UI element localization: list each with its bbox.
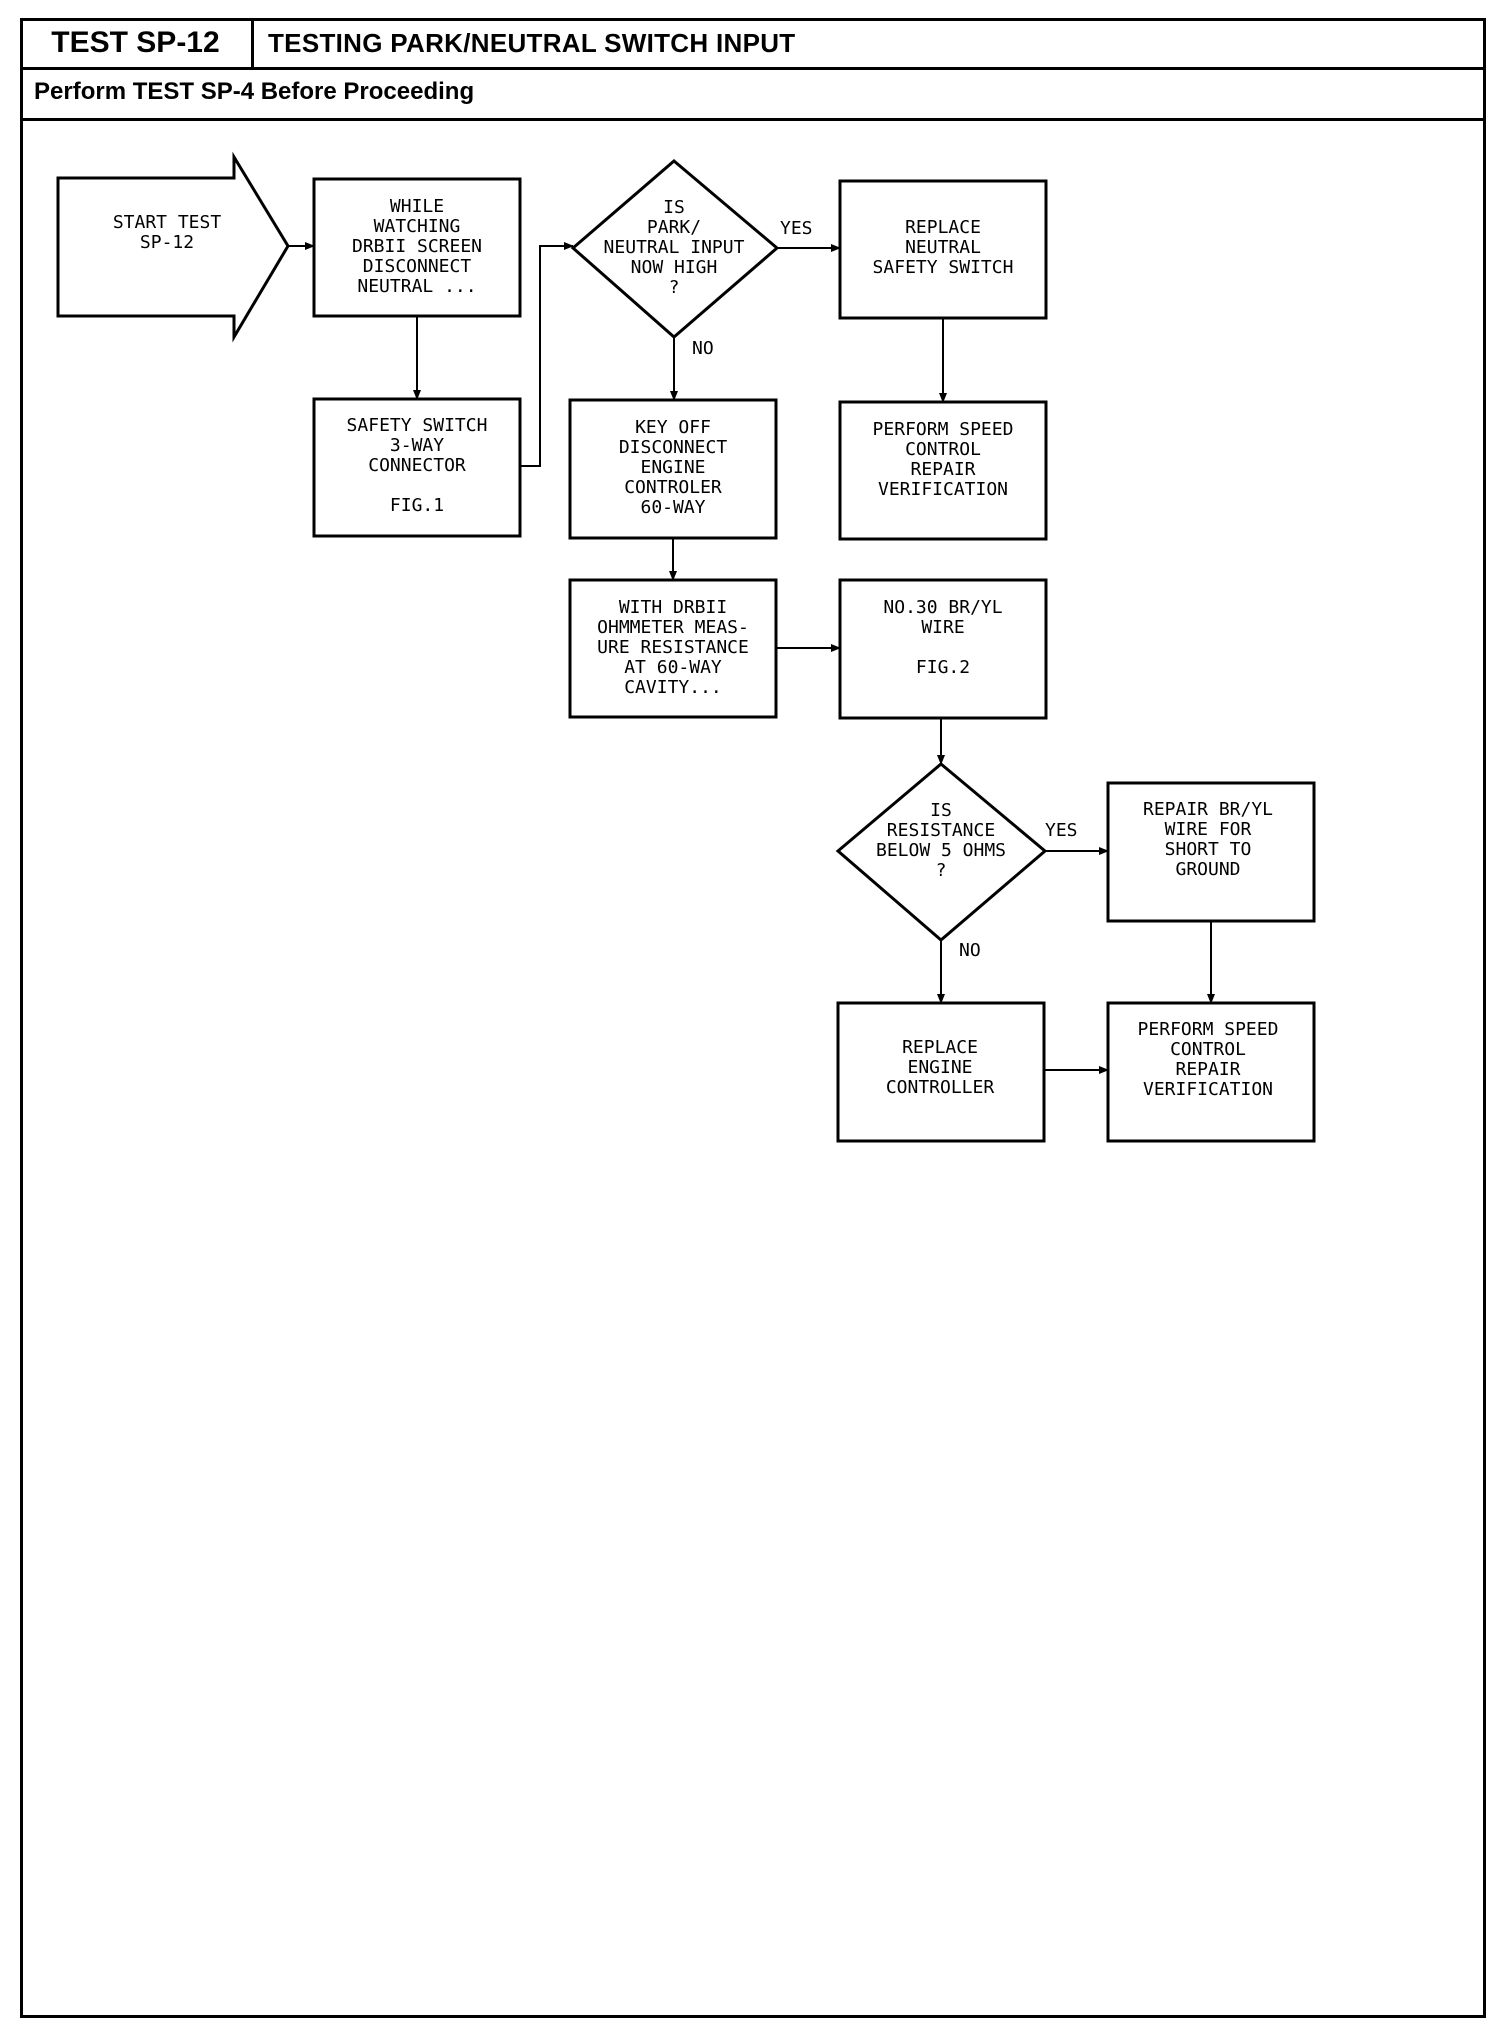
label-start: START TEST SP-12 [113,213,221,253]
label-line: CONTROL [905,439,981,460]
label-line: IS [663,197,685,218]
label-line: ? [668,277,680,298]
label-line: CAVITY... [624,677,722,698]
label-line: NOW HIGH [630,257,718,278]
label-line: PERFORM SPEED [872,419,1014,440]
label-line: PERFORM SPEED [1137,1019,1279,1040]
label-wire: NO.30 BR/YL WIRE FIG.2 [883,598,1002,678]
page-subtitle: Perform TEST SP-4 Before Proceeding [34,78,475,105]
label-line: PARK/ [646,217,702,238]
label-line: WITH DRBII [618,597,728,618]
label-line: START TEST [112,212,222,233]
edge-label-yes-1: YES [780,218,813,239]
label-line: REPAIR BR/YL [1142,799,1274,820]
header-divider-bottom [20,118,1486,121]
label-line: NO.30 BR/YL [883,597,1003,618]
label-line: DRBII SCREEN [351,236,483,257]
label-replace-switch: REPLACE NEUTRAL SAFETY SWITCH [873,218,1014,278]
label-ohmmeter: WITH DRBII OHMMETER MEAS- URE RESISTANCE… [597,598,749,698]
label-line: CONTROLLER [885,1077,995,1098]
label-line: FIG.1 [389,495,445,516]
label-line: ENGINE [640,457,706,478]
label-line: REPAIR [1175,1059,1241,1080]
label-line: SAFETY SWITCH [346,415,488,436]
label-line: SP-12 [139,232,195,253]
label-line: AT 60-WAY [624,657,722,678]
label-verify-2: PERFORM SPEED CONTROL REPAIR VERIFICATIO… [1138,1020,1279,1100]
label-line: 60-WAY [640,497,706,518]
label-safety-connector: SAFETY SWITCH 3-WAY CONNECTOR FIG.1 [347,416,488,516]
label-line: NEUTRAL ... [357,276,477,297]
label-line: SHORT TO [1164,839,1252,860]
label-repair-wire: REPAIR BR/YL WIRE FOR SHORT TO GROUND [1143,800,1273,880]
label-line: WHILE [389,196,445,217]
label-line: VERIFICATION [1142,1079,1274,1100]
header-divider [254,67,1486,70]
label-line: OHMMETER MEAS- [597,617,749,638]
label-line: ENGINE [907,1057,973,1078]
label-line: URE RESISTANCE [597,637,749,658]
page-frame [20,18,1486,2018]
label-line: CONTROLER [624,477,722,498]
label-line [347,476,488,496]
label-line: CONNECTOR [368,455,466,476]
label-line: IS [930,800,952,821]
label-line: GROUND [1175,859,1241,880]
label-verify-1: PERFORM SPEED CONTROL REPAIR VERIFICATIO… [873,420,1014,500]
label-replace-controller: REPLACE ENGINE CONTROLLER [886,1038,994,1098]
label-line: REPLACE [905,217,981,238]
label-line: KEY OFF [635,417,711,438]
label-line: NEUTRAL [905,237,981,258]
edge-label-yes-2: YES [1045,820,1078,841]
label-line: REPLACE [902,1037,978,1058]
label-line: FIG.2 [915,657,971,678]
label-line: DISCONNECT [362,256,472,277]
label-decision-1: IS PARK/ NEUTRAL INPUT NOW HIGH ? [604,198,745,298]
test-id-box: TEST SP-12 [20,18,254,70]
edge-label-no-1: NO [692,338,714,359]
label-watch: WHILE WATCHING DRBII SCREEN DISCONNECT N… [352,197,482,297]
label-line: WATCHING [373,216,461,237]
label-line: RESISTANCE [886,820,996,841]
label-line [883,638,1002,658]
start-arrow-shape [56,151,290,343]
label-line: WIRE [921,617,965,638]
label-line: DISCONNECT [618,437,728,458]
label-line: REPAIR [910,459,976,480]
edge-label-no-2: NO [959,940,981,961]
label-line: NEUTRAL INPUT [603,237,745,258]
arrow-connector-to-decision1 [520,242,574,467]
label-line: CONTROL [1170,1039,1246,1060]
label-line: ? [935,860,947,881]
label-decision-2: IS RESISTANCE BELOW 5 OHMS ? [876,801,1006,881]
page-title: TESTING PARK/NEUTRAL SWITCH INPUT [268,28,796,58]
label-line: WIRE FOR [1164,819,1252,840]
label-line: VERIFICATION [877,479,1009,500]
label-line: SAFETY SWITCH [872,257,1014,278]
test-id: TEST SP-12 [51,25,220,59]
label-line: 3-WAY [389,435,445,456]
label-key-off: KEY OFF DISCONNECT ENGINE CONTROLER 60-W… [619,418,727,518]
label-line: BELOW 5 OHMS [875,840,1007,861]
